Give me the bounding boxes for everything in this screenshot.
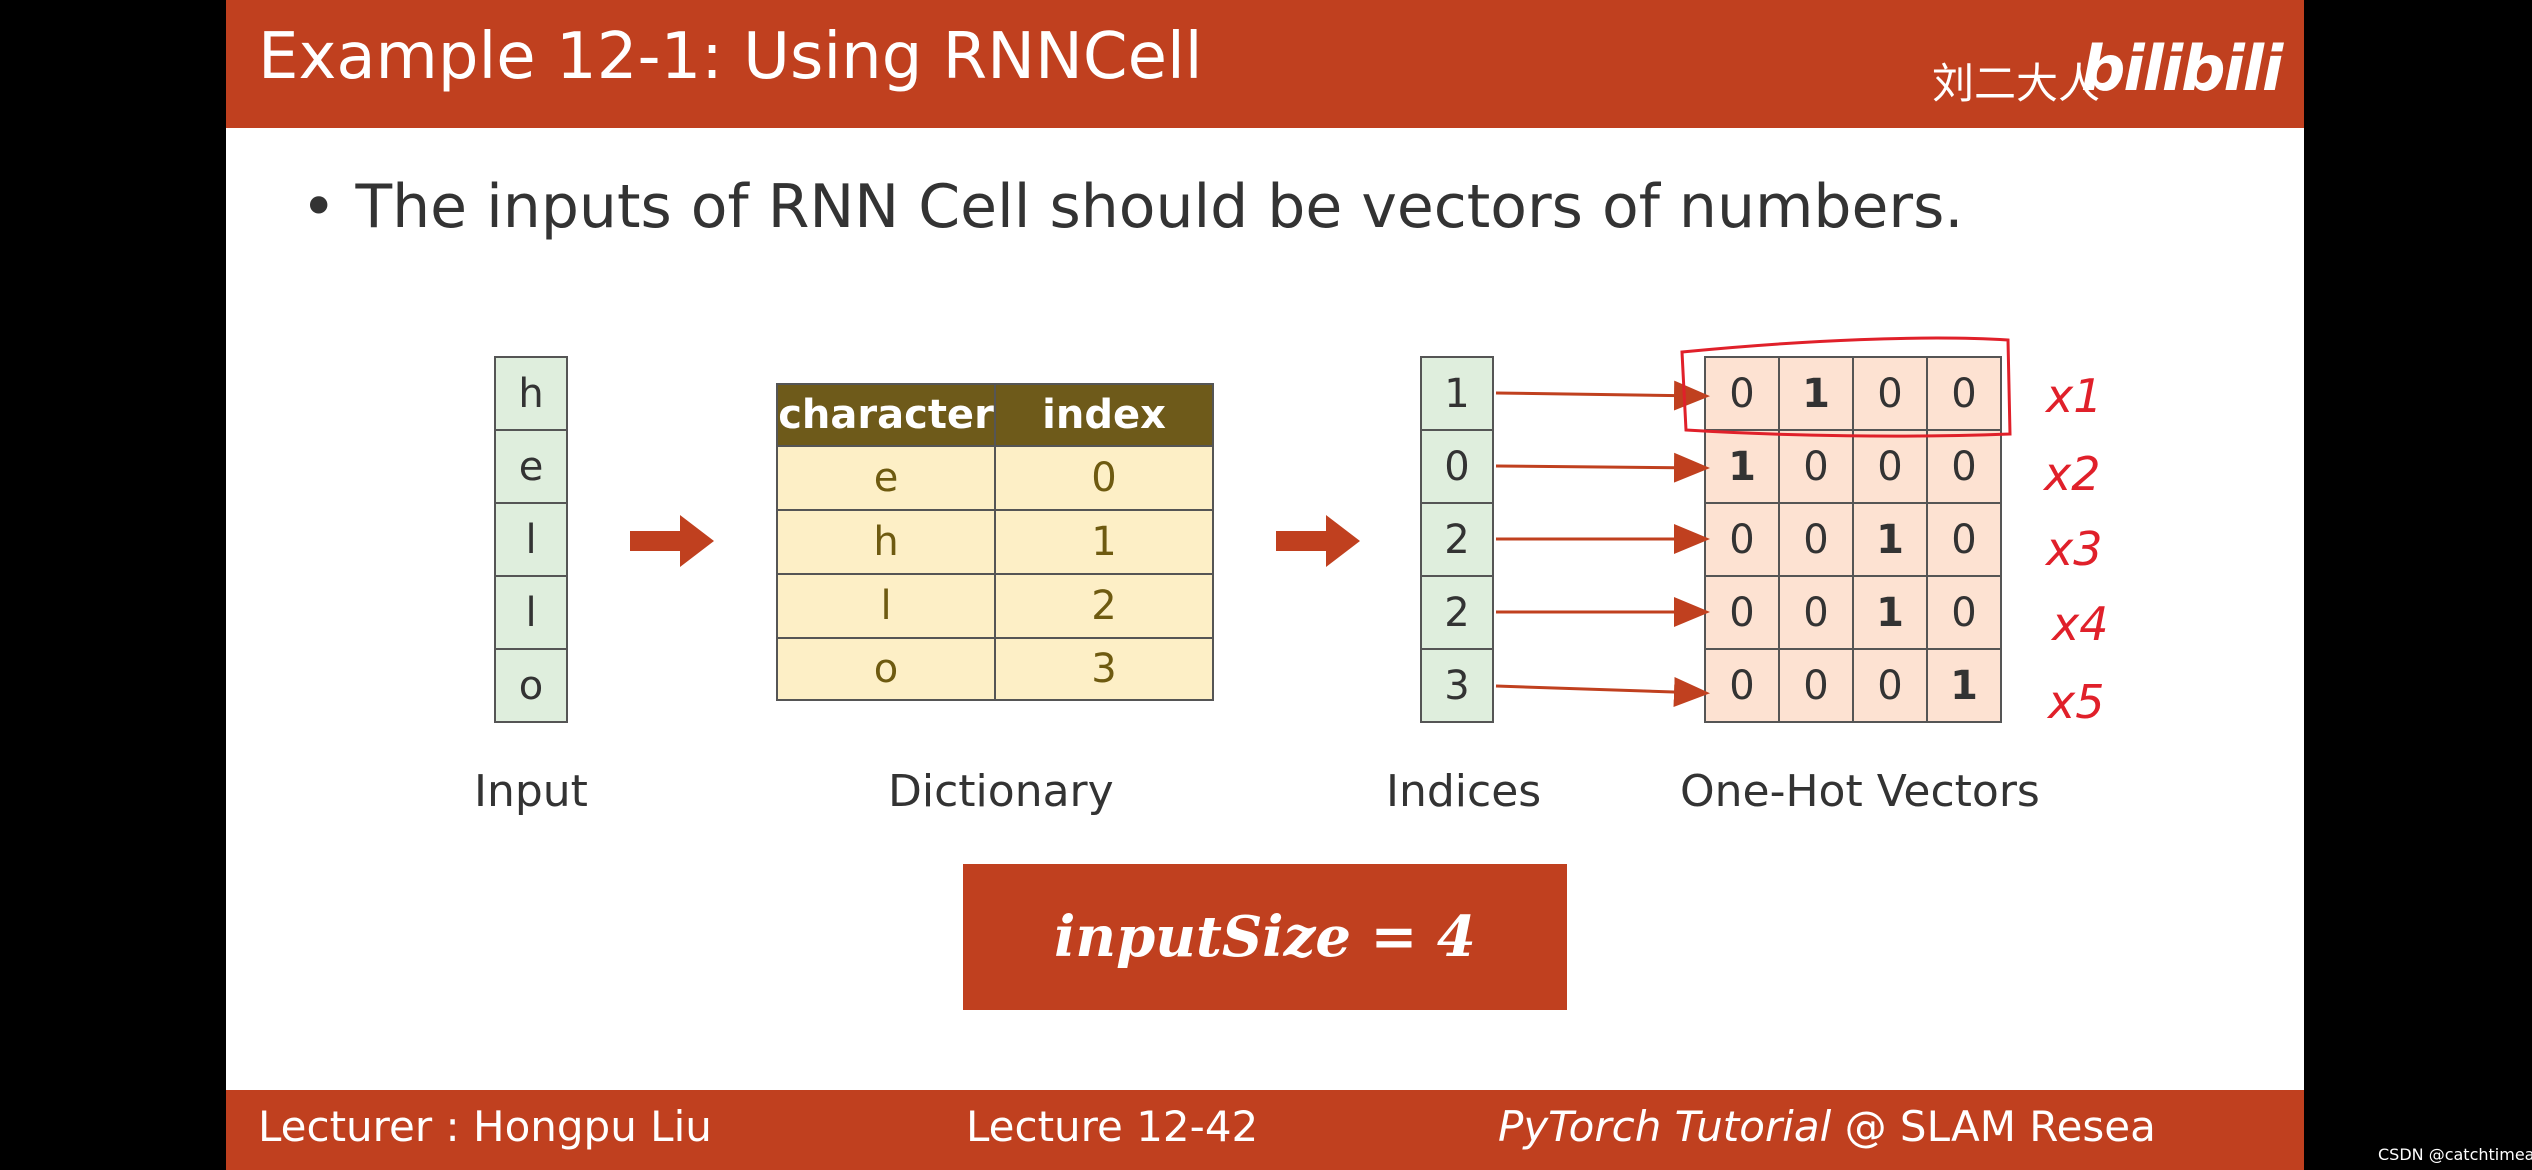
slide-header: Example 12-1: Using RNNCell 刘二大人 bilibil… [226,0,2304,128]
footer-lecture-number: Lecture 12-42 [966,1102,1259,1151]
dictionary-cell: 1 [994,509,1214,575]
one-hot-cell: 0 [1852,648,1928,723]
footer-tutorial-rest: @ SLAM Resea [1831,1102,2156,1151]
handwritten-highlight-box [1680,336,2012,438]
index-cell: 2 [1420,502,1494,577]
input-size-formula: inputSize = 4 [1054,904,1476,970]
one-hot-cell: 0 [1704,502,1780,577]
one-hot-cell: 0 [1704,356,1780,431]
footer-lecturer: Lecturer : Hongpu Liu [258,1102,712,1151]
diagram-overlay: x1 x2 x3 x4 x5 [630,336,2109,979]
one-hot-cell: 0 [1926,502,2002,577]
annotation-x5: x5 [2046,675,2105,729]
input-char-cell: o [494,648,568,723]
caption-indices: Indices [1386,766,1542,817]
dictionary-header-index: index [994,383,1214,447]
annotation-x3: x3 [2044,522,2103,576]
dictionary-cell: 3 [994,637,1214,701]
bilibili-logo: bilibili [2081,32,2283,105]
index-cell: 0 [1420,429,1494,504]
one-hot-cell: 0 [1778,648,1854,723]
bullet-point: • The inputs of RNN Cell should be vecto… [301,172,1964,242]
index-cell: 1 [1420,356,1494,431]
caption-dictionary: Dictionary [888,766,1114,817]
connector-arrow [1495,452,1710,483]
dictionary-cell: l [776,573,996,639]
dictionary-cell: h [776,509,996,575]
csdn-credit: CSDN @catchtimea [2378,1145,2532,1164]
index-cell: 2 [1420,575,1494,650]
index-cell: 3 [1420,648,1494,723]
block-arrow-right-icon [630,515,714,567]
logo-chinese-name: 刘二大人 [1932,59,2101,108]
connector-arrow [1495,380,1710,411]
connector-arrow [1495,676,1710,707]
one-hot-cell: 0 [1926,575,2002,650]
slide-title: Example 12-1: Using RNNCell [258,20,1203,94]
one-hot-cell: 0 [1778,575,1854,650]
caption-one-hot: One-Hot Vectors [1680,766,2040,817]
input-char-cell: h [494,356,568,431]
slide: Example 12-1: Using RNNCell 刘二大人 bilibil… [226,0,2304,1170]
annotation-x4: x4 [2050,597,2109,651]
one-hot-cell: 0 [1852,356,1928,431]
one-hot-cell: 0 [1926,356,2002,431]
footer-tutorial: PyTorch Tutorial @ SLAM Resea [1498,1102,2156,1151]
annotation-x1: x1 [2044,369,2103,423]
one-hot-cell: 0 [1926,429,2002,504]
block-arrow-right-icon [1276,515,1360,567]
slide-footer: Lecturer : Hongpu Liu Lecture 12-42 PyTo… [226,1090,2304,1170]
input-size-box: inputSize = 4 [963,864,1567,1010]
one-hot-cell: 0 [1852,429,1928,504]
caption-input: Input [474,766,588,817]
annotation-x2: x2 [2042,447,2101,501]
dictionary-cell: o [776,637,996,701]
one-hot-cell: 0 [1778,429,1854,504]
footer-tutorial-italic: PyTorch Tutorial [1498,1102,1832,1151]
input-char-cell: l [494,575,568,650]
one-hot-cell: 1 [1852,502,1928,577]
one-hot-cell: 0 [1704,648,1780,723]
dictionary-header-character: character [776,383,996,447]
one-hot-cell: 1 [1926,648,2002,723]
dictionary-cell: 2 [994,573,1214,639]
